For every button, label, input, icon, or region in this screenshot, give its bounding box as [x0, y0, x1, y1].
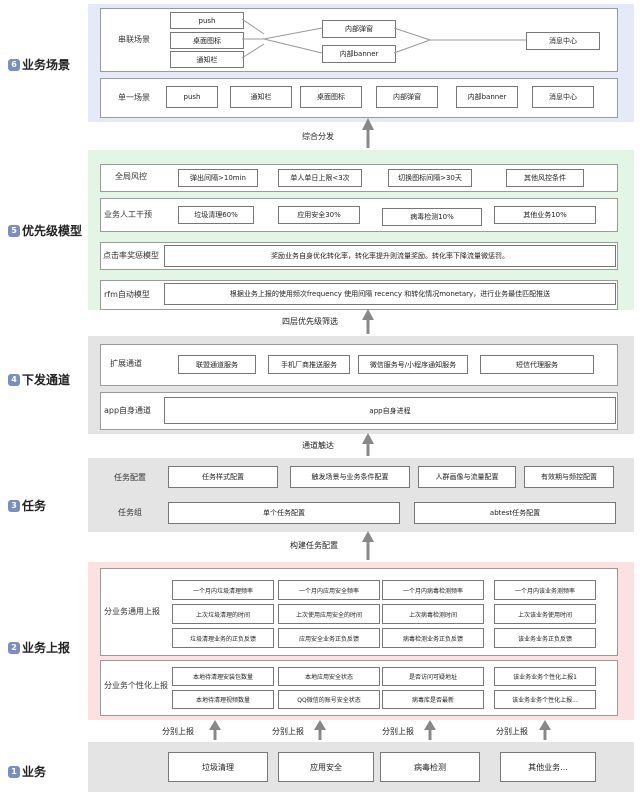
- series-mid-banner: 内部banner: [322, 45, 396, 63]
- report-cell: 该业务业务正负反馈: [494, 628, 596, 648]
- ctr-label: 点击率奖惩模型: [103, 251, 159, 260]
- app-channel-box: app自身进程: [164, 397, 616, 424]
- report-cell: 本地应用安全状态: [278, 667, 380, 686]
- task-group-single: 单个任务配置: [168, 502, 400, 524]
- ctr-text: 奖励业务自身优化转化率，转化率提升则流量奖励。转化率下降流量微惩罚。: [164, 245, 616, 267]
- connector-label-report-4: 分别上报: [496, 727, 528, 736]
- personal-report-label: 分业务个性化上报: [104, 681, 168, 690]
- task-config-style: 任务样式配置: [168, 466, 278, 488]
- report-cell: QQ微信的账号安全状态: [278, 690, 380, 709]
- connector-label-report-1: 分别上报: [162, 727, 194, 736]
- report-cell: 应用安全业务正负反馈: [278, 628, 380, 648]
- report-cell: 一个月内应用安全频率: [278, 580, 380, 600]
- task-config-audience: 人群画像与流量配置: [418, 466, 516, 488]
- report-cell: 垃圾清理业务的正负反馈: [172, 628, 274, 648]
- series-flow-lines: [241, 18, 526, 59]
- common-report-label: 分业务通用上报: [104, 607, 160, 616]
- task-config-label: 任务配置: [114, 473, 146, 482]
- risk-item-4: 其他风控条件: [506, 169, 584, 187]
- biz-item-virus-scan: 病毒检测: [380, 752, 480, 782]
- single-item-notification: 通知栏: [230, 86, 292, 108]
- biz-item-other: 其他业务...: [500, 752, 596, 782]
- biz-item-app-security: 应用安全: [278, 752, 374, 782]
- series-source-notification: 通知栏: [170, 51, 244, 68]
- report-cell: 上次病毒检测时间: [382, 604, 484, 624]
- single-item-message-center: 消息中心: [532, 86, 594, 108]
- report-cell: 病毒检测业务正负反馈: [382, 628, 484, 648]
- risk-item-1: 弹出间隔>10min: [178, 169, 258, 187]
- task-config-trigger: 触发场景与业务条件配置: [290, 466, 410, 488]
- ext-channel-label: 扩展通道: [110, 359, 142, 368]
- report-cell: 一个月内该业务测频率: [494, 580, 596, 600]
- ext-item-sms: 短信代理服务: [480, 355, 594, 374]
- task-group-abtest: abtest任务配置: [414, 502, 616, 524]
- risk-item-3: 切换图标间隔>30天: [388, 169, 472, 187]
- single-scene-label: 单一场景: [118, 93, 150, 102]
- single-item-desktop-icon: 桌面图标: [300, 86, 362, 108]
- single-item-push: push: [166, 86, 218, 108]
- manual-item-1: 垃圾清理60%: [178, 206, 254, 224]
- report-cell: 本地待清理视频数量: [172, 690, 274, 709]
- app-channel-label: app自身通道: [104, 406, 152, 415]
- report-cell: 是否访问可疑地址: [382, 667, 484, 686]
- connector-label-report-3: 分别上报: [382, 727, 414, 736]
- ext-item-vendor-push: 手机厂商推送服务: [268, 355, 350, 374]
- report-cell: 上次垃圾清理的时间: [172, 604, 274, 624]
- risk-label: 全局风控: [115, 172, 147, 181]
- manual-item-3: 病毒检测10%: [382, 208, 482, 226]
- ext-item-alliance: 联盟通道服务: [178, 355, 256, 374]
- series-mid-popup: 内部弹窗: [322, 20, 396, 38]
- connector-label-distribute: 综合分发: [302, 132, 334, 141]
- connector-label-reach: 通道触达: [302, 441, 334, 450]
- connector-label-report-2: 分别上报: [272, 727, 304, 736]
- risk-item-2: 单人单日上限<3次: [278, 169, 362, 187]
- manual-item-4: 其他业务10%: [494, 206, 596, 224]
- report-cell: 病毒库是否最新: [382, 690, 484, 709]
- task-group-label: 任务组: [118, 508, 142, 517]
- rfm-label: rfm自动模型: [104, 290, 150, 299]
- manual-item-2: 应用安全30%: [278, 206, 360, 224]
- ext-item-wechat: 微信服务号/小程序通知服务: [358, 355, 468, 374]
- series-scene-label: 串联场景: [118, 35, 150, 44]
- connector-label-filter: 四层优先级筛选: [282, 317, 338, 326]
- manual-label: 业务人工干预: [104, 210, 152, 219]
- biz-item-garbage-clean: 垃圾清理: [168, 752, 268, 782]
- report-cell: 本地待清理安装包数量: [172, 667, 274, 686]
- report-cell: 上次该业务使用时间: [494, 604, 596, 624]
- single-item-popup: 内部弹窗: [376, 86, 438, 108]
- report-cell: 上次使用应用安全的时间: [278, 604, 380, 624]
- report-cell: 该业务业务个性化上报1: [494, 667, 596, 686]
- report-cell: 该业务业务个性化上报...: [494, 690, 596, 709]
- task-config-validity: 有效期与频控配置: [524, 466, 614, 488]
- report-cell: 一个月内病毒检测频率: [382, 580, 484, 600]
- rfm-text: 根据业务上报的使用频次frequency 使用间隔 recency 和转化情况m…: [164, 283, 616, 305]
- series-target-message-center: 消息中心: [526, 32, 600, 50]
- series-source-desktop-icon: 桌面图标: [170, 32, 244, 49]
- single-item-banner: 内部banner: [456, 86, 518, 108]
- connector-label-build: 构建任务配置: [290, 541, 338, 550]
- report-cell: 一个月内垃圾清理频率: [172, 580, 274, 600]
